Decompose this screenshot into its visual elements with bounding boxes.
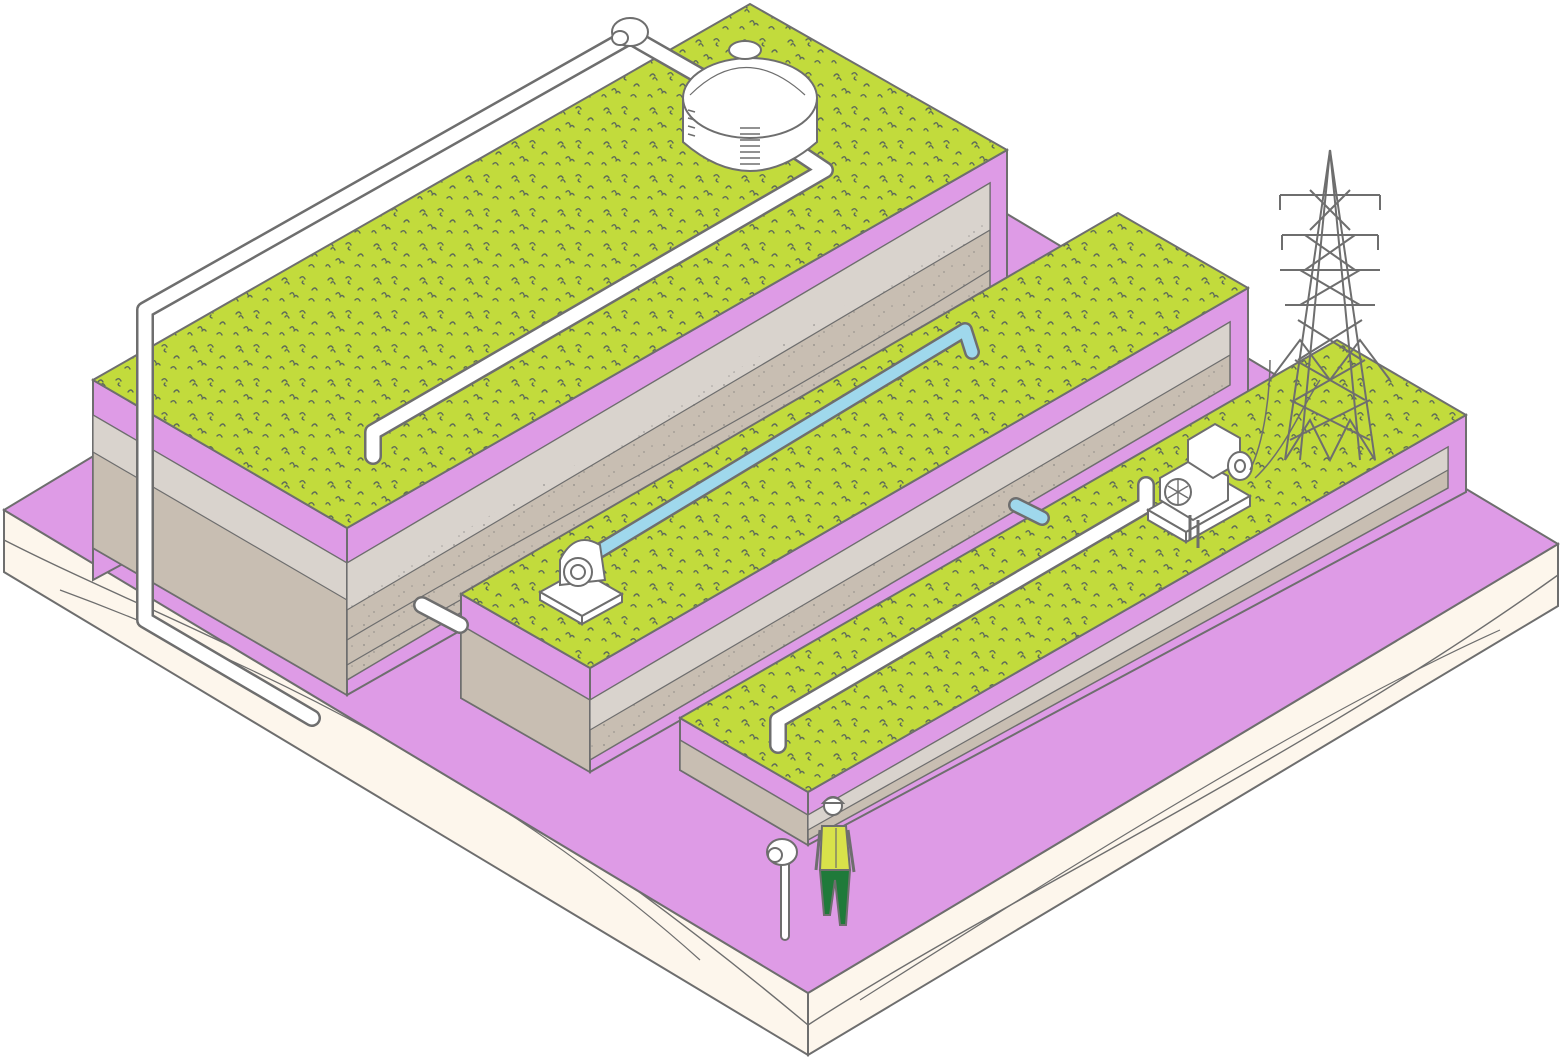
block-a [91,2,1010,697]
water-pipe [588,322,1050,561]
block-b [458,211,1251,774]
block-c [677,338,1469,847]
person-icon [814,796,856,926]
block-c-top [677,338,1469,794]
block-b-top [458,211,1251,670]
storage-tank-icon [682,40,818,172]
transmission-tower-icon [1269,149,1391,463]
pipe-elbow-top [611,17,649,47]
generator-icon [1145,359,1321,548]
main-pipeline [136,27,1155,754]
wellhead-icon [766,838,798,941]
pump-icon [537,539,625,626]
